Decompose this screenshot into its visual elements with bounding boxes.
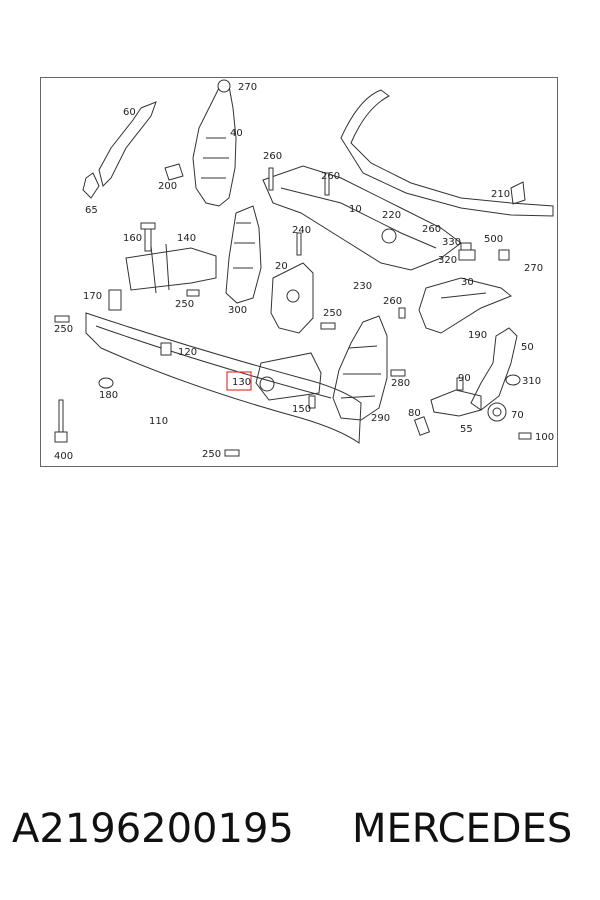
parts-diagram-frame: 270 40 60 200 65 260 260 10 220 260 210 … [40, 77, 558, 467]
part-60-bracket [82, 101, 157, 199]
label-260: 260 [422, 224, 441, 235]
callout-labels: 270 40 60 200 65 260 260 10 220 260 210 … [54, 82, 554, 462]
label-310: 310 [522, 376, 541, 387]
label-90: 90 [458, 373, 471, 384]
label-140: 140 [177, 233, 196, 244]
label-250: 250 [54, 324, 73, 335]
label-65: 65 [85, 205, 98, 216]
label-220: 220 [382, 210, 401, 221]
label-50: 50 [521, 342, 534, 353]
part-180-nut [98, 377, 114, 389]
label-120: 120 [178, 347, 197, 358]
highlight-box-130 [226, 371, 252, 391]
label-10: 10 [349, 204, 362, 215]
label-160: 160 [123, 233, 142, 244]
label-110: 110 [149, 416, 168, 427]
label-250: 250 [175, 299, 194, 310]
label-280: 280 [391, 378, 410, 389]
label-250: 250 [323, 308, 342, 319]
screws [54, 167, 532, 457]
label-400: 400 [54, 451, 73, 462]
label-40: 40 [230, 128, 243, 139]
label-330: 330 [442, 237, 461, 248]
part-310-nut [505, 374, 521, 386]
label-270: 270 [238, 82, 257, 93]
label-240: 240 [292, 225, 311, 236]
label-260: 260 [383, 296, 402, 307]
part-400-bolt [54, 399, 68, 443]
label-500: 500 [484, 234, 503, 245]
part-20-bracket [270, 262, 314, 334]
label-170: 170 [83, 291, 102, 302]
label-290: 290 [371, 413, 390, 424]
part-40-bracket [192, 79, 237, 207]
footer: A2196200195 MERCEDES [0, 800, 600, 870]
label-190: 190 [468, 330, 487, 341]
label-260: 260 [321, 171, 340, 182]
label-230: 230 [353, 281, 372, 292]
label-100: 100 [535, 432, 554, 443]
part-170-bushing [108, 289, 122, 311]
label-210: 210 [491, 189, 510, 200]
part-200-clip [164, 163, 184, 181]
label-270: 270 [524, 263, 543, 274]
part-210-rail [340, 89, 554, 217]
label-260: 260 [263, 151, 282, 162]
part-70-grommet [487, 402, 507, 422]
part-300-bracket [225, 205, 262, 304]
part-55-link [413, 389, 482, 436]
exploded-parts-diagram: 270 40 60 200 65 260 260 10 220 260 210 … [54, 79, 554, 462]
label-180: 180 [99, 390, 118, 401]
label-250: 250 [202, 449, 221, 460]
label-300: 300 [228, 305, 247, 316]
part-50-arm [470, 327, 518, 411]
part-10-crossmember [262, 165, 462, 271]
brand-name: MERCEDES [352, 806, 573, 852]
label-70: 70 [511, 410, 524, 421]
label-200: 200 [158, 181, 177, 192]
part-110-bumper-beam [85, 312, 362, 444]
part-120-plug [160, 342, 172, 356]
label-20: 20 [275, 261, 288, 272]
part-290-bracket [332, 315, 388, 421]
label-30: 30 [461, 277, 474, 288]
label-150: 150 [292, 404, 311, 415]
label-80: 80 [408, 408, 421, 419]
label-130: 130 [232, 377, 251, 388]
part-130-crash-box [255, 352, 322, 401]
label-320: 320 [438, 255, 457, 266]
part-30-bracket [418, 277, 512, 334]
label-55: 55 [460, 424, 473, 435]
part-number: A2196200195 [12, 806, 294, 852]
label-60: 60 [123, 107, 136, 118]
